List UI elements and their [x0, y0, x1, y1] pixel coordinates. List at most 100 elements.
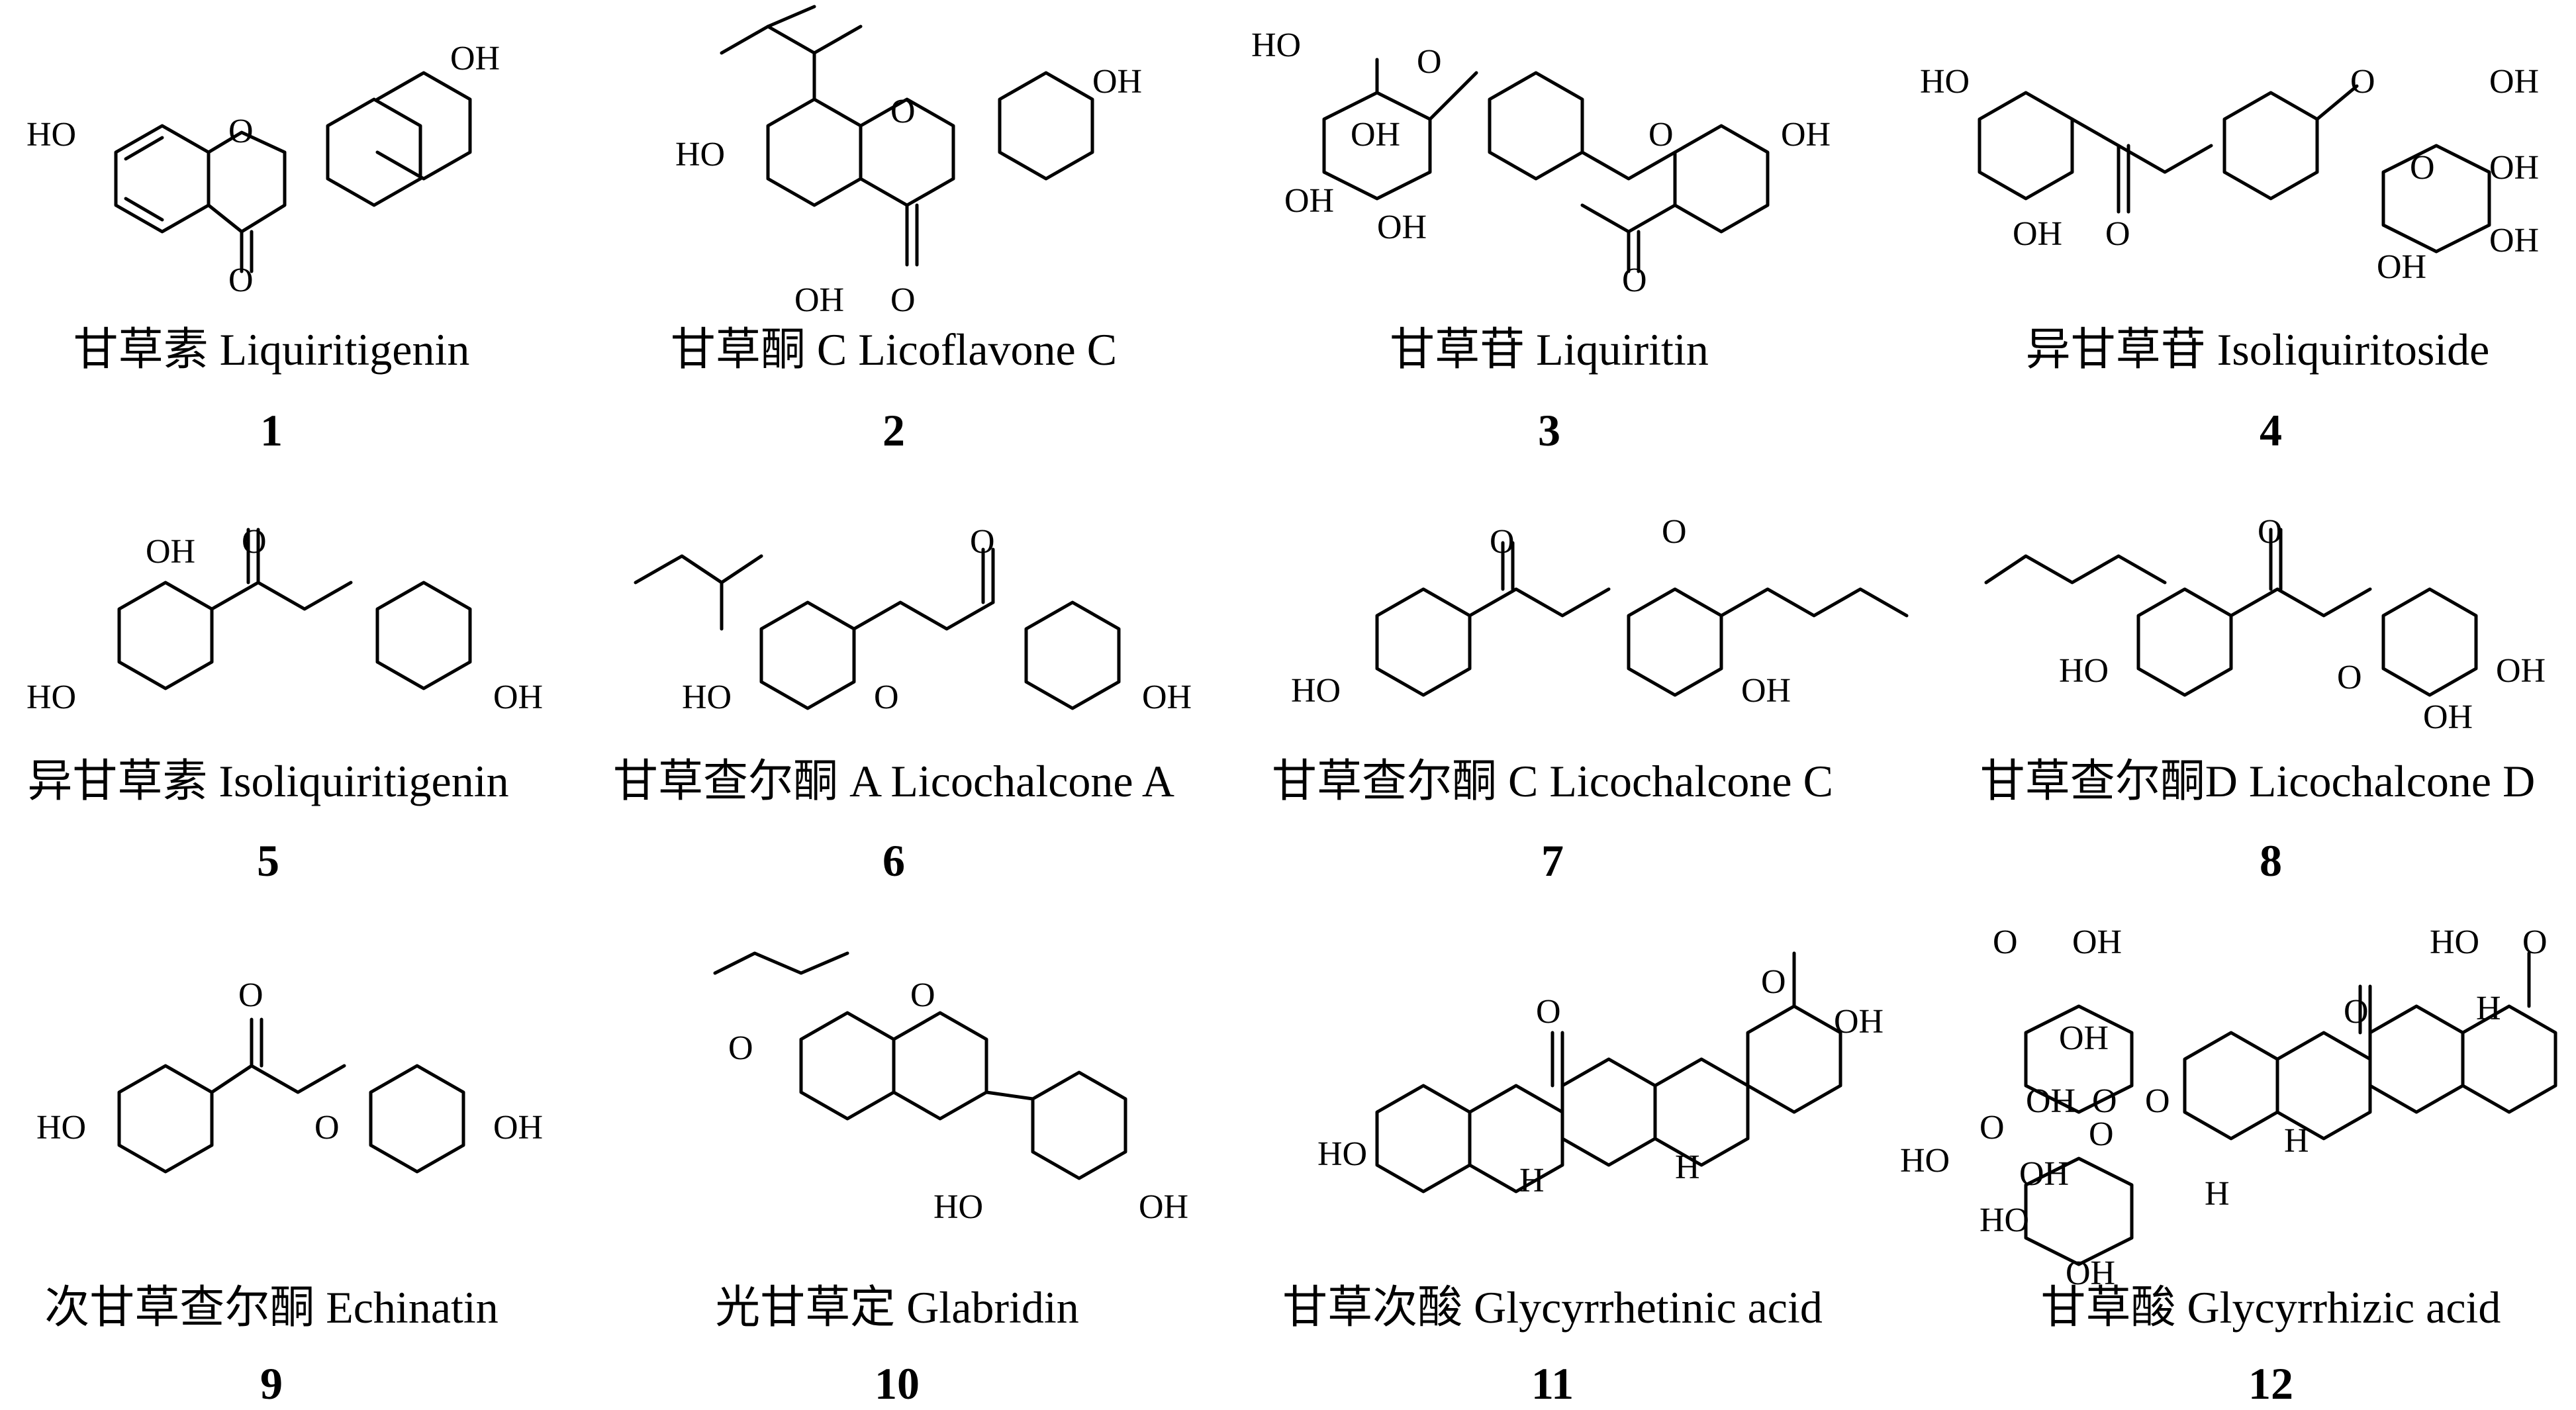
svg-text:HO: HO	[1900, 1142, 1950, 1180]
svg-text:OH: OH	[2489, 149, 2539, 187]
structure-9: HO O O OH	[36, 976, 543, 1174]
number-2: 2	[883, 405, 905, 455]
svg-text:O: O	[1662, 513, 1687, 551]
structure-6: HO O O OH	[634, 523, 1192, 716]
svg-text:OH: OH	[1834, 1003, 1884, 1041]
svg-text:HO: HO	[36, 1109, 86, 1147]
structure-2: HO O OH O OH	[675, 5, 1142, 319]
structure-11: HO O O OH H H	[1317, 951, 1884, 1199]
svg-text:O: O	[728, 1029, 753, 1067]
svg-text:OH: OH	[2489, 63, 2539, 101]
structure-4: HO OH O O OH O OH OH OH	[1920, 63, 2539, 286]
structure-3: HO O OH OH OH O O OH	[1251, 26, 1831, 299]
number-6: 6	[883, 835, 905, 886]
svg-text:O: O	[1622, 261, 1647, 299]
svg-text:HO: HO	[2430, 923, 2479, 961]
svg-text:O: O	[1490, 523, 1515, 561]
svg-text:OH: OH	[1284, 182, 1334, 220]
svg-text:O: O	[238, 976, 263, 1014]
svg-text:O: O	[970, 523, 995, 561]
caption-6: 甘草查尔酮 A Licochalcone A	[613, 756, 1174, 806]
caption-10: 光甘草定 Glabridin	[715, 1282, 1079, 1333]
svg-text:OH: OH	[2013, 215, 2062, 253]
svg-text:O: O	[228, 113, 254, 150]
svg-text:H: H	[1675, 1149, 1700, 1186]
number-4: 4	[2260, 405, 2282, 455]
caption-7: 甘草查尔酮 C Licochalcone C	[1272, 756, 1833, 806]
structure-1: HO O O OH	[26, 40, 500, 299]
structure-10: O O HO OH	[713, 951, 1188, 1226]
svg-text:HO: HO	[1317, 1135, 1367, 1173]
svg-text:OH: OH	[1139, 1188, 1188, 1226]
svg-text:O: O	[2522, 923, 2548, 961]
svg-text:O: O	[1993, 923, 2018, 961]
svg-text:OH: OH	[1351, 116, 1400, 154]
caption-11: 甘草次酸 Glycyrrhetinic acid	[1282, 1282, 1823, 1333]
svg-text:H: H	[2205, 1175, 2230, 1213]
svg-text:O: O	[2258, 513, 2283, 551]
caption-5: 异甘草素 Isoliquiritigenin	[27, 756, 509, 806]
svg-text:OH: OH	[2489, 222, 2539, 259]
number-12: 12	[2248, 1358, 2293, 1409]
caption-9: 次甘草查尔酮 Echinatin	[44, 1282, 499, 1333]
svg-text:OH: OH	[2026, 1082, 2075, 1120]
caption-8: 甘草查尔酮D Licochalcone D	[1980, 756, 2536, 806]
svg-text:HO: HO	[26, 679, 76, 716]
structure-8: HO O O OH OH	[1984, 513, 2546, 736]
svg-text:O: O	[2337, 659, 2362, 696]
svg-text:O: O	[2410, 149, 2435, 187]
number-5: 5	[257, 835, 279, 886]
svg-text:HO: HO	[1980, 1201, 2029, 1239]
svg-text:HO: HO	[1920, 63, 1970, 101]
svg-text:OH: OH	[450, 40, 500, 77]
svg-text:OH: OH	[2019, 1155, 2069, 1193]
svg-text:OH: OH	[1781, 116, 1831, 154]
svg-text:O: O	[890, 281, 916, 319]
svg-text:O: O	[2105, 215, 2130, 253]
svg-text:O: O	[1980, 1109, 2005, 1147]
number-8: 8	[2260, 835, 2282, 886]
caption-3: 甘草苷 Liquiritin	[1390, 324, 1709, 375]
svg-text:O: O	[2350, 63, 2375, 101]
svg-text:OH: OH	[1142, 679, 1192, 716]
svg-text:HO: HO	[2059, 652, 2109, 690]
svg-text:HO: HO	[933, 1188, 983, 1226]
number-7: 7	[1541, 835, 1564, 886]
caption-12: 甘草酸 Glycyrrhizic acid	[2040, 1282, 2501, 1333]
svg-text:O: O	[314, 1109, 340, 1147]
svg-text:O: O	[242, 523, 267, 561]
svg-text:O: O	[1417, 43, 1442, 81]
svg-text:OH: OH	[2377, 248, 2426, 286]
svg-text:O: O	[1536, 993, 1561, 1031]
svg-text:O: O	[890, 93, 916, 130]
caption-2: 甘草酮 C Licoflavone C	[670, 324, 1118, 375]
svg-text:HO: HO	[1251, 26, 1301, 64]
svg-text:OH: OH	[1377, 209, 1427, 246]
svg-text:OH: OH	[794, 281, 844, 319]
svg-text:O: O	[2145, 1082, 2170, 1120]
svg-text:O: O	[2344, 993, 2369, 1031]
caption-1: 甘草素 Liquiritigenin	[73, 324, 470, 375]
svg-text:OH: OH	[2059, 1019, 2109, 1057]
svg-text:OH: OH	[1741, 672, 1791, 710]
svg-text:O: O	[874, 679, 899, 716]
svg-text:HO: HO	[682, 679, 732, 716]
svg-text:OH: OH	[2066, 1254, 2115, 1292]
structure-7: HO O O OH	[1291, 513, 1909, 710]
svg-text:H: H	[2476, 990, 2501, 1027]
svg-text:OH: OH	[146, 533, 195, 571]
svg-text:O: O	[2089, 1115, 2114, 1153]
svg-text:HO: HO	[26, 116, 76, 154]
svg-text:O: O	[1761, 963, 1786, 1001]
svg-text:OH: OH	[1092, 63, 1142, 101]
svg-text:OH: OH	[2496, 652, 2546, 690]
number-10: 10	[875, 1358, 920, 1409]
svg-text:O: O	[2092, 1082, 2117, 1120]
svg-text:OH: OH	[493, 679, 543, 716]
structure-5: OH O HO OH	[26, 523, 543, 716]
caption-4: 异甘草苷 Isoliquiritoside	[2025, 324, 2490, 375]
svg-text:HO: HO	[1291, 672, 1341, 710]
number-3: 3	[1538, 405, 1560, 455]
